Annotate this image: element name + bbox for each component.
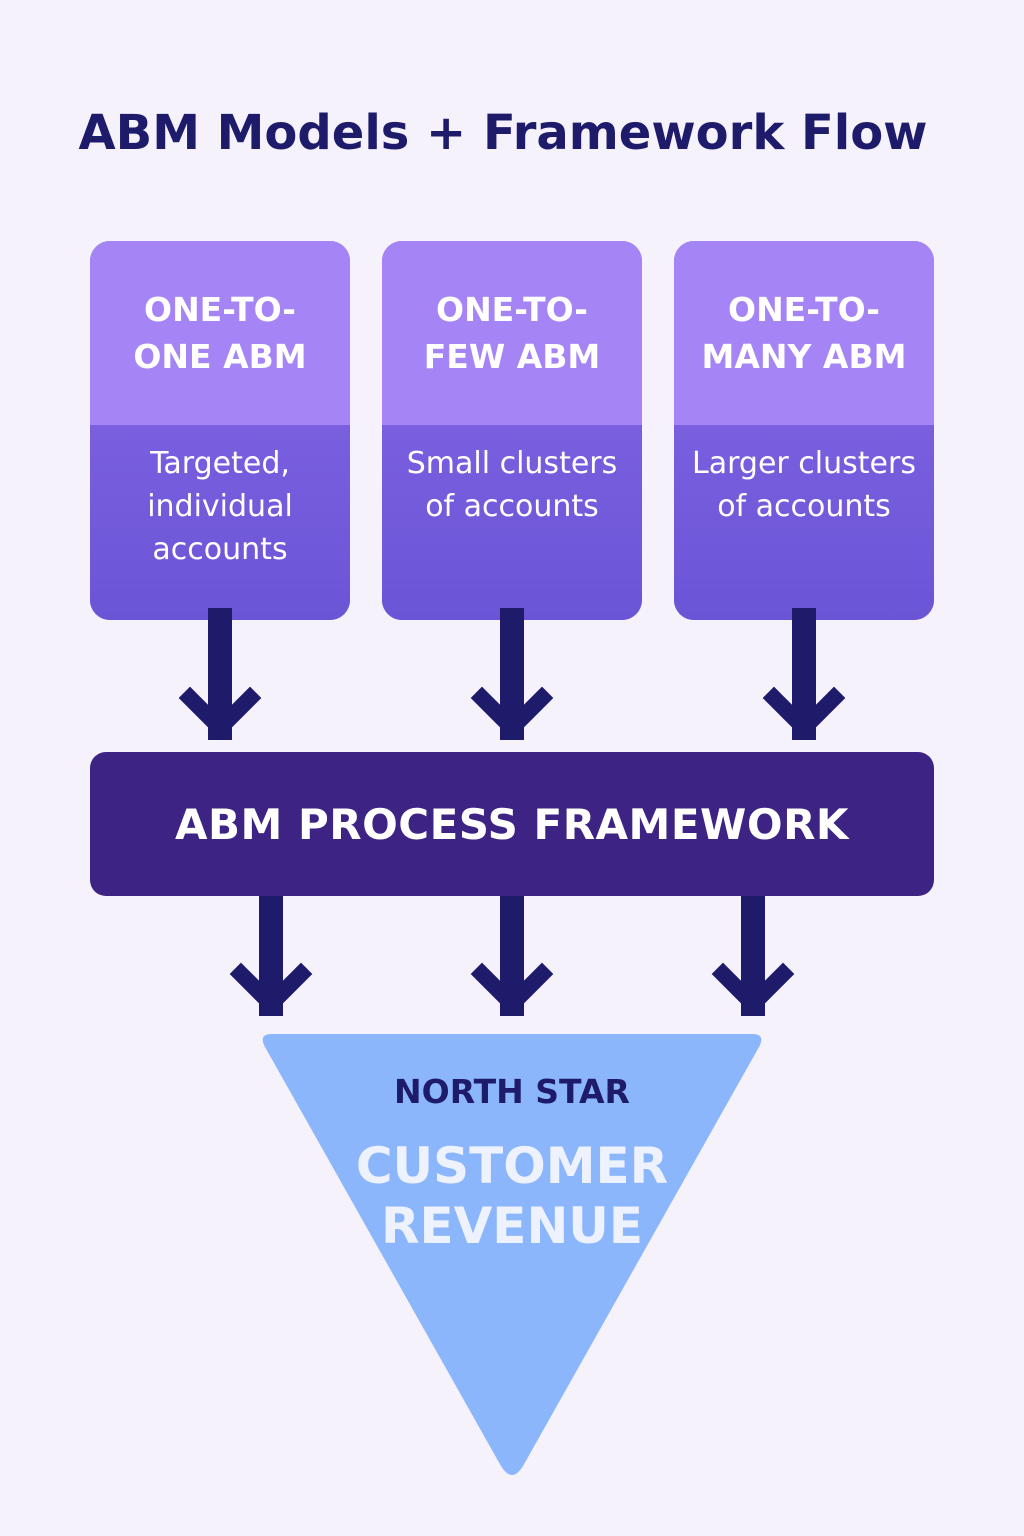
goal-line2: REVENUE bbox=[380, 1197, 644, 1255]
model-name-line2: FEW ABM bbox=[423, 337, 601, 376]
model-desc-line: individual bbox=[147, 489, 293, 524]
goal-line1: CUSTOMER bbox=[355, 1137, 669, 1195]
north-star-goal: CUSTOMER REVENUE bbox=[262, 1136, 762, 1256]
model-name-line2: MANY ABM bbox=[701, 337, 907, 376]
model-card-one-to-few: ONE-TO- FEW ABM Small clusters of accoun… bbox=[382, 241, 642, 620]
model-card-description: Targeted, individual accounts bbox=[90, 425, 350, 620]
arrow-down-icon bbox=[229, 884, 313, 1016]
model-desc-line: of accounts bbox=[717, 489, 891, 524]
model-card-description: Small clusters of accounts bbox=[382, 425, 642, 620]
arrow-down-icon bbox=[470, 884, 554, 1016]
arrow-down-icon bbox=[762, 608, 846, 740]
process-framework-bar: ABM PROCESS FRAMEWORK bbox=[90, 752, 934, 896]
model-desc-line: of accounts bbox=[425, 489, 599, 524]
model-desc-line: Small clusters bbox=[406, 446, 618, 481]
model-desc-line: Larger clusters bbox=[692, 446, 916, 481]
arrow-down-icon bbox=[470, 608, 554, 740]
model-card-description: Larger clusters of accounts bbox=[674, 425, 934, 620]
model-desc-line: accounts bbox=[152, 532, 288, 567]
model-name-line1: ONE-TO- bbox=[436, 290, 588, 329]
arrow-down-icon bbox=[711, 884, 795, 1016]
model-desc-line: Targeted, bbox=[150, 446, 290, 481]
framework-label: ABM PROCESS FRAMEWORK bbox=[175, 799, 849, 849]
model-card-header: ONE-TO- ONE ABM bbox=[90, 241, 350, 425]
model-name-line2: ONE ABM bbox=[133, 337, 307, 376]
diagram-title: ABM Models + Framework Flow bbox=[78, 105, 928, 161]
arrow-down-icon bbox=[178, 608, 262, 740]
model-card-header: ONE-TO- FEW ABM bbox=[382, 241, 642, 425]
model-name-line1: ONE-TO- bbox=[728, 290, 880, 329]
model-name-line1: ONE-TO- bbox=[144, 290, 296, 329]
model-card-one-to-many: ONE-TO- MANY ABM Larger clusters of acco… bbox=[674, 241, 934, 620]
model-card-one-to-one: ONE-TO- ONE ABM Targeted, individual acc… bbox=[90, 241, 350, 620]
north-star-label: NORTH STAR bbox=[394, 1072, 630, 1111]
model-card-header: ONE-TO- MANY ABM bbox=[674, 241, 934, 425]
